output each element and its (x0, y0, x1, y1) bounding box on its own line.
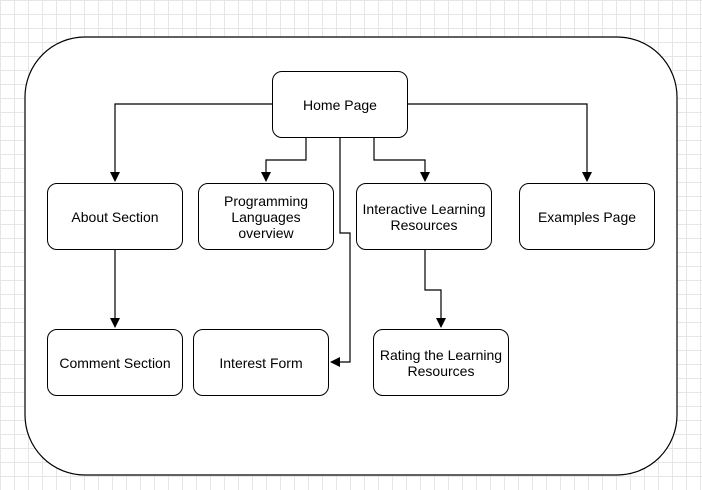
edge-home-to-examples (407, 103, 592, 182)
node-programming-label-line2: Languages overview (231, 208, 301, 241)
edge-home-to-programming (261, 138, 307, 182)
edge-home-to-interest-form (330, 138, 351, 367)
node-interactive-learning: Interactive Learning Resources (356, 183, 492, 250)
edge-interactive-to-rating (424, 250, 446, 328)
node-about-section-label: About Section (71, 208, 159, 225)
node-rating-label-line2: Resources (407, 362, 475, 379)
node-rating-resources: Rating the Learning Resources (373, 329, 509, 396)
node-rating-label-line1: Rating the Learning (379, 346, 503, 363)
node-home-page: Home Page (272, 71, 408, 138)
node-interactive-label-line1: Interactive Learning (362, 200, 486, 217)
outer-container (24, 36, 678, 476)
edge-home-to-interactive (373, 138, 430, 182)
node-examples-label: Examples Page (537, 208, 637, 225)
node-examples-page: Examples Page (519, 183, 655, 250)
node-interest-form: Interest Form (193, 329, 329, 396)
node-programming-label-line1: Programming (223, 192, 309, 209)
node-comment-label: Comment Section (59, 354, 171, 371)
node-interactive-label-line2: Resources (390, 216, 458, 233)
node-programming-languages: Programming Languages overview (198, 183, 334, 250)
node-interest-label: Interest Form (219, 354, 303, 371)
edge-home-to-about (110, 103, 273, 182)
node-home-page-label: Home Page (303, 96, 377, 113)
node-comment-section: Comment Section (47, 329, 183, 396)
node-about-section: About Section (47, 183, 183, 250)
